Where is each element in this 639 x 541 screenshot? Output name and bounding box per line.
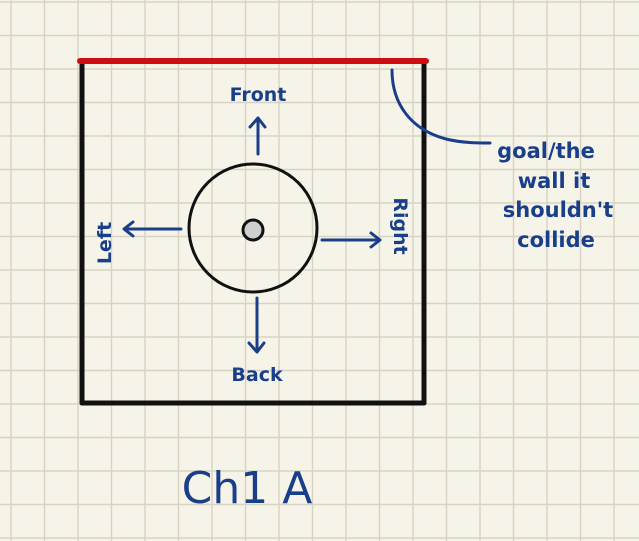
robot-center-dot	[241, 218, 265, 242]
left-label: Left	[94, 222, 116, 264]
caption: Ch1 A	[182, 463, 313, 514]
left-arrow	[122, 220, 183, 238]
robot-circle	[187, 162, 319, 294]
right-arrow	[320, 231, 382, 249]
goal-note-line-2: wall it	[518, 169, 591, 193]
right-label: Right	[389, 197, 411, 254]
goal-note-line-1: goal/the	[497, 139, 595, 163]
goal-note-line-3: shouldn't	[503, 198, 613, 222]
front-label: Front	[230, 84, 287, 106]
back-label: Back	[231, 364, 283, 386]
front-arrow	[248, 116, 267, 156]
goal-note-line-4: collide	[517, 228, 595, 252]
back-arrow	[247, 296, 266, 354]
goal-pointer-line	[390, 68, 492, 145]
